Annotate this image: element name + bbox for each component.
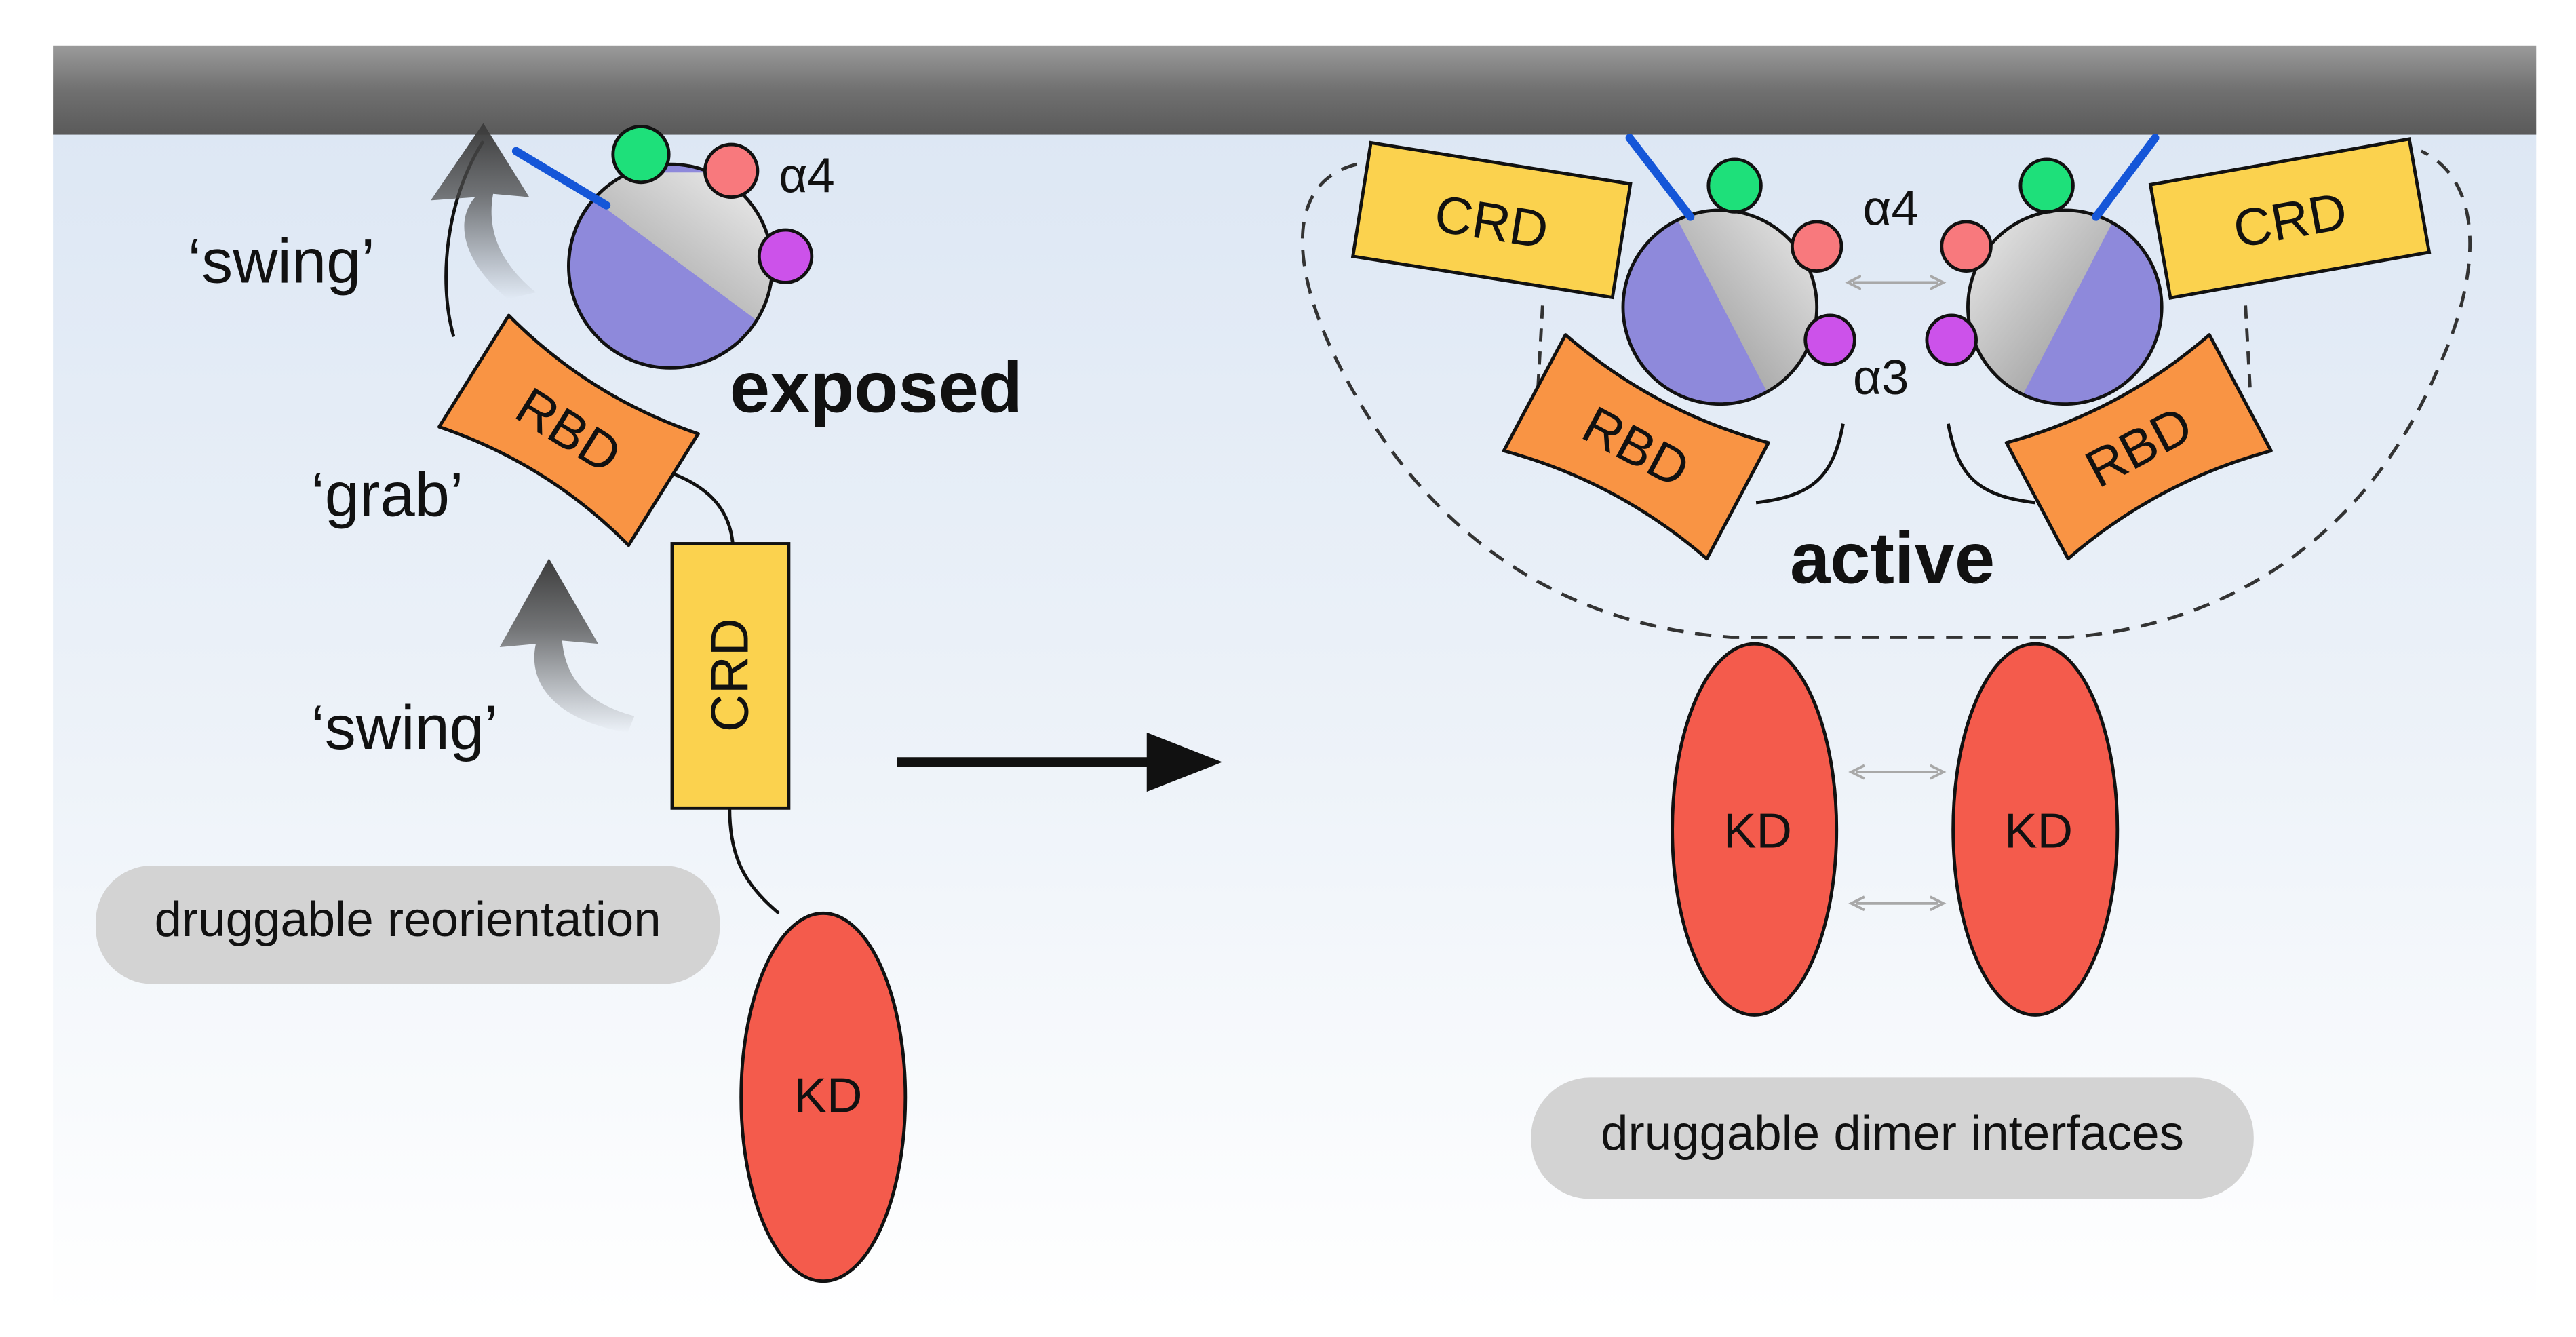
green-switch-icon bbox=[611, 125, 671, 185]
druggable-reorientation-pill bbox=[96, 866, 720, 984]
crd-domain-right-2: CRD bbox=[2148, 137, 2432, 300]
green-switch-icon bbox=[1706, 157, 1763, 214]
exposed-label: exposed bbox=[730, 347, 1023, 428]
kd-domain-right-2 bbox=[1951, 642, 2120, 1017]
kd-domain-right-1 bbox=[1671, 642, 1839, 1017]
kd-label-right-2: KD bbox=[2004, 803, 2073, 858]
swing-top-label: ‘swing’ bbox=[188, 227, 375, 296]
green-switch-icon bbox=[2018, 157, 2075, 214]
magenta-helix-icon bbox=[757, 228, 814, 284]
ras-protein-right-1 bbox=[1622, 210, 1817, 404]
alpha4-label-right: α4 bbox=[1862, 181, 1918, 236]
rbd-domain-left: RBD bbox=[437, 313, 700, 547]
magenta-helix-icon bbox=[1803, 313, 1856, 366]
active-label: active bbox=[1790, 518, 1995, 599]
rbd-domain-right-2: RBD bbox=[2004, 333, 2273, 561]
grab-label: ‘grab’ bbox=[311, 460, 463, 529]
magenta-helix-icon bbox=[1925, 313, 1978, 366]
swing-bottom-label: ‘swing’ bbox=[311, 693, 498, 762]
swing-arrow-bottom bbox=[499, 558, 635, 733]
kd-label: KD bbox=[794, 1068, 863, 1123]
alpha4-label: α4 bbox=[779, 148, 834, 203]
pink-helix-icon bbox=[703, 142, 760, 199]
alpha3-label: α3 bbox=[1853, 350, 1909, 405]
dimer-dashed-outline bbox=[1300, 149, 2472, 639]
crd-domain-right-1: CRD bbox=[1350, 140, 1633, 300]
druggable-reorientation-label: druggable reorientation bbox=[155, 892, 661, 947]
crd-label: CRD bbox=[701, 618, 759, 732]
left-exposed-state: α4 RBD CRD KD ‘swing’ ‘grab’ ‘swing’ exp… bbox=[96, 123, 1023, 1283]
swing-arrow-top bbox=[431, 123, 536, 299]
blue-stalk-icon bbox=[1625, 134, 1695, 221]
right-active-dimer: CRD RBD CRD RBD bbox=[1300, 134, 2472, 1199]
druggable-dimer-interfaces-label: druggable dimer interfaces bbox=[1601, 1106, 2184, 1161]
kd-domain-left bbox=[739, 911, 908, 1283]
kd-label-right-1: KD bbox=[1723, 803, 1792, 858]
rbd-domain-right-1: RBD bbox=[1502, 333, 1770, 561]
transition-arrow bbox=[897, 732, 1223, 792]
membrane-bar bbox=[53, 45, 2537, 135]
blue-stalk-icon bbox=[2092, 134, 2160, 221]
druggable-dimer-interfaces-pill bbox=[1531, 1077, 2254, 1199]
blue-stalk-icon bbox=[511, 147, 611, 210]
ras-protein-right-2 bbox=[1968, 210, 2162, 404]
crd-domain-left bbox=[670, 542, 791, 810]
pink-helix-icon bbox=[1940, 220, 1993, 273]
pink-helix-icon bbox=[1790, 220, 1843, 273]
ras-protein-left bbox=[568, 164, 773, 368]
linker-crd-kd bbox=[728, 808, 780, 915]
